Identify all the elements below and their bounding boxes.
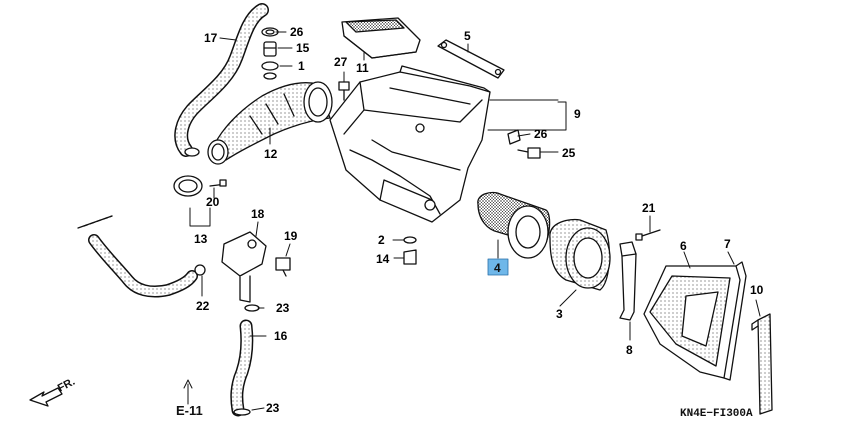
tube-22 (77, 215, 206, 298)
callout-21: 21 (642, 201, 656, 215)
breather-tube-17 (174, 3, 269, 157)
screw-21 (635, 229, 661, 241)
callout-12: 12 (264, 147, 278, 161)
side-strip-10 (751, 313, 773, 415)
clip-23-lower (233, 408, 251, 416)
callout-7: 7 (724, 237, 731, 251)
reference-label: E-11 (176, 403, 203, 418)
callout-24: 26 (290, 25, 304, 39)
callout-10: 10 (750, 283, 764, 297)
callout-4-highlight: 4 (487, 258, 509, 276)
callout-4: 4 (494, 261, 501, 275)
intake-cover-11 (341, 17, 421, 59)
clamp-band-20 (173, 175, 227, 197)
callout-2: 2 (378, 233, 385, 247)
callout-23-lower: 23 (266, 401, 280, 415)
callout-15: 15 (296, 41, 310, 55)
outer-cover-6-7 (643, 261, 747, 381)
callout-6: 6 (680, 239, 687, 253)
collar-27 (507, 129, 521, 145)
leader-lines (183, 31, 761, 411)
grommet-2 (403, 236, 417, 244)
clip-24 (261, 27, 279, 37)
bolt-19 (275, 257, 291, 277)
clip-14 (403, 249, 417, 265)
callout-labels: 17 26 15 1 12 11 5 27 9 26 25 20 13 18 1… (194, 25, 764, 415)
callout-23-upper: 23 (276, 301, 290, 315)
callout-1: 1 (298, 59, 305, 73)
drain-tube-16 (230, 319, 254, 417)
callout-9: 9 (574, 107, 581, 121)
callout-8: 8 (626, 343, 633, 357)
strap-8 (619, 241, 637, 321)
callout-14: 14 (376, 252, 390, 266)
callout-5: 5 (464, 29, 471, 43)
callout-20: 20 (206, 195, 220, 209)
callout-11: 11 (356, 61, 369, 75)
filter-sponge-3 (549, 218, 611, 291)
clip-23-upper (244, 304, 260, 312)
joint-15 (263, 41, 277, 57)
callout-18: 18 (251, 207, 265, 221)
callout-17: 17 (204, 31, 218, 45)
diagram-code: KN4E−FI300A (680, 408, 753, 420)
callout-25: 27 (334, 55, 348, 69)
air-duct-12 (207, 81, 333, 165)
front-direction-arrow: FR. (29, 376, 77, 407)
callout-26: 25 (562, 146, 576, 160)
callout-27: 26 (534, 127, 548, 141)
callout-19: 19 (284, 229, 298, 243)
callout-3: 3 (556, 307, 563, 321)
callout-13: 13 (194, 232, 208, 246)
front-label: FR. (56, 376, 77, 395)
clamp-1 (261, 61, 279, 80)
callout-16: 16 (274, 329, 288, 343)
drain-joint-18 (221, 231, 267, 303)
screw-26 (517, 147, 541, 159)
bracket-5 (437, 39, 505, 79)
air-cleaner-case-9 (329, 65, 491, 223)
callout-22: 22 (196, 299, 210, 313)
element-4 (477, 191, 551, 259)
